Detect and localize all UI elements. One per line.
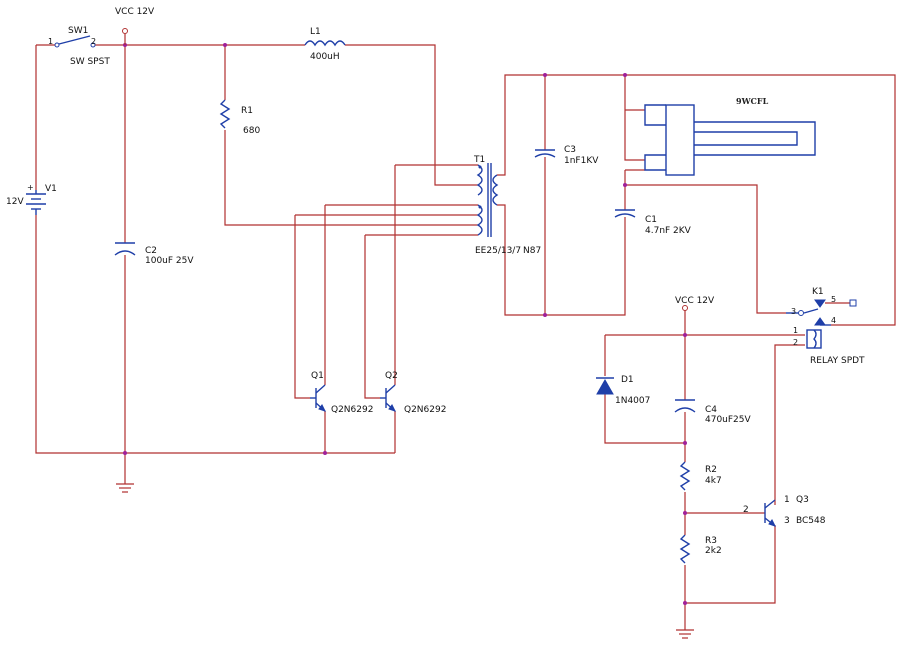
vcc-top-symbol: VCC 12V	[115, 7, 155, 45]
k1-value: RELAY SPDT	[810, 356, 865, 366]
q3-value: BC548	[796, 516, 826, 526]
k1-pin3: 3	[791, 307, 796, 316]
transistor-q1: Q1 Q2N6292	[310, 371, 373, 415]
resistor-r1: R1 680	[219, 99, 260, 136]
capacitor-c2: C2 100uF 25V	[114, 242, 194, 266]
v1-value: 12V	[6, 197, 24, 207]
v1-ref: V1	[45, 184, 57, 194]
resistor-r3: R3 2k2	[679, 530, 722, 564]
transistor-q3: 2 1 Q3 3 BC548	[743, 495, 826, 527]
r1-ref: R1	[241, 106, 253, 116]
q2-value: Q2N6292	[404, 405, 446, 415]
q3-pin3: 3	[784, 516, 790, 526]
c2-value: 100uF 25V	[145, 256, 194, 266]
transistor-q2: Q2 Q2N6292	[380, 371, 446, 415]
r2-value: 4k7	[705, 476, 722, 486]
sw1-pin2: 2	[91, 37, 96, 46]
svg-text:+: +	[27, 183, 34, 192]
capacitor-c3: C3 1nF1KV	[534, 145, 599, 166]
c4-value: 470uF25V	[705, 415, 752, 425]
r2-ref: R2	[705, 465, 717, 475]
capacitor-c4: C4 470uF25V	[674, 399, 752, 425]
junctions	[123, 43, 687, 605]
t1-core: N87	[523, 246, 541, 256]
wires	[35, 44, 896, 630]
diode-d1: D1 1N4007	[596, 375, 650, 406]
sw1-ref: SW1	[68, 26, 88, 36]
relay-k1: K1 5 3 4 1 2 RELAY SPDT	[786, 287, 865, 366]
q2-ref: Q2	[385, 371, 398, 381]
c1-ref: C1	[645, 215, 657, 225]
k1-pin5: 5	[831, 295, 836, 304]
t1-value: EE25/13/7	[475, 246, 521, 256]
q3-pin2: 2	[743, 505, 749, 515]
sw1-value: SW SPST	[70, 57, 110, 67]
vcc-right-label: VCC 12V	[675, 296, 715, 306]
r1-value: 680	[243, 126, 260, 136]
inductor-l1: L1 400uH	[304, 27, 346, 62]
r3-value: 2k2	[705, 546, 722, 556]
d1-value: 1N4007	[615, 396, 650, 406]
r3-ref: R3	[705, 536, 717, 546]
q1-ref: Q1	[311, 371, 324, 381]
c1-value: 4.7nF 2KV	[645, 226, 692, 236]
l1-ref: L1	[310, 27, 321, 37]
lamp-label: 9WCFL	[736, 96, 769, 106]
cfl-lamp: 9WCFL	[644, 96, 816, 176]
q1-value: Q2N6292	[331, 405, 373, 415]
ground-left-symbol	[116, 483, 134, 493]
battery-v1: + V1 12V	[6, 183, 57, 215]
k1-pin1: 1	[793, 326, 798, 335]
l1-value: 400uH	[310, 52, 340, 62]
ground-right-symbol	[676, 629, 694, 639]
resistor-r2: R2 4k7	[679, 461, 722, 491]
capacitor-c1: C1 4.7nF 2KV	[614, 209, 692, 236]
k1-pin4: 4	[831, 316, 836, 325]
t1-ref: T1	[473, 155, 485, 165]
c4-ref: C4	[705, 405, 717, 415]
k1-pin2: 2	[793, 338, 798, 347]
c3-value: 1nF1KV	[564, 156, 599, 166]
q3-ref: Q3	[796, 495, 809, 505]
c3-ref: C3	[564, 145, 576, 155]
sw1-pin1: 1	[48, 37, 53, 46]
vcc-top-label: VCC 12V	[115, 7, 155, 17]
transformer-t1: T1 EE25/13/7 N87	[473, 155, 541, 256]
vcc-right-symbol: VCC 12V	[675, 296, 715, 311]
q3-pin1: 1	[784, 495, 790, 505]
c2-ref: C2	[145, 246, 157, 256]
k1-ref: K1	[812, 287, 824, 297]
d1-ref: D1	[621, 375, 634, 385]
switch-sw1: SW1 1 2 SW SPST	[48, 26, 110, 67]
